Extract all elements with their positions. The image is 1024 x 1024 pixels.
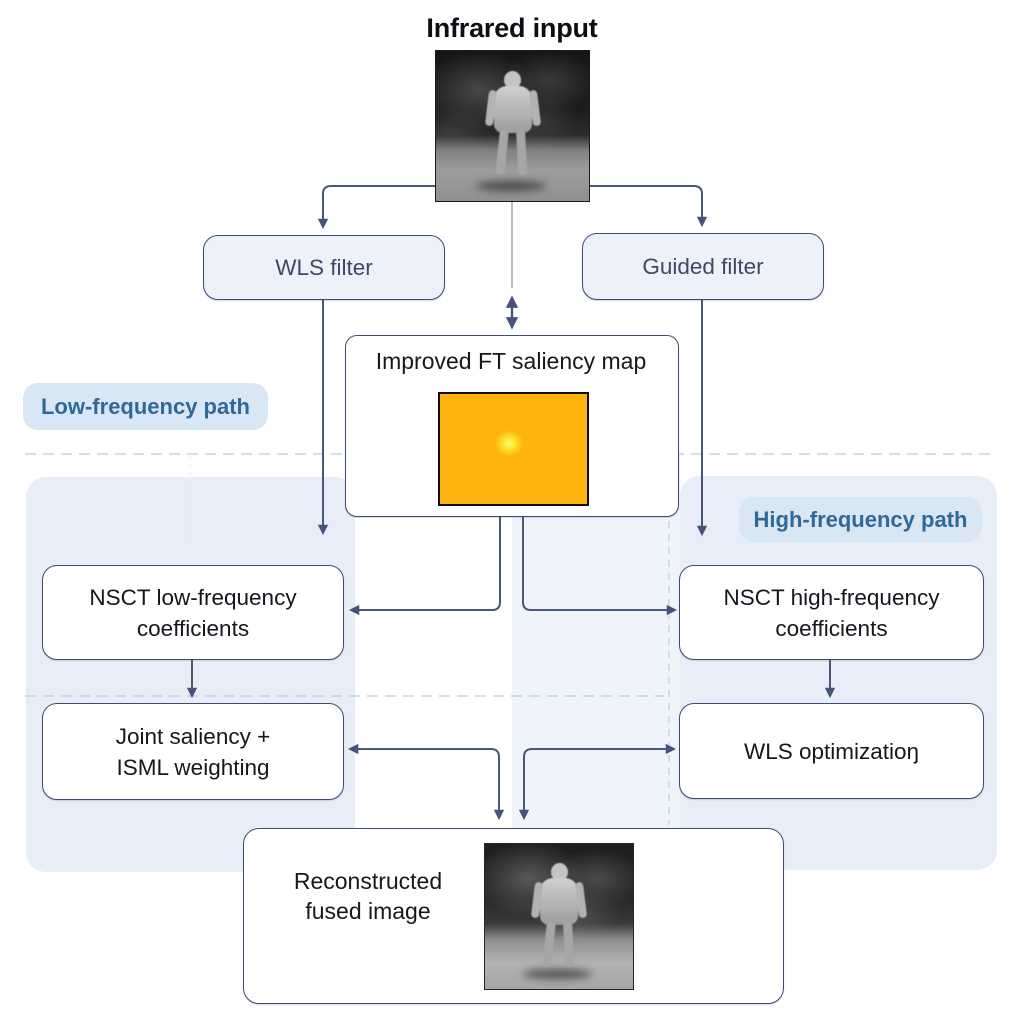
node-nsct-low-line2: coefficients — [136, 615, 250, 641]
person-legs — [494, 129, 532, 175]
node-fused-label: Reconstructed fused image — [258, 866, 478, 926]
person-silhouette — [530, 862, 588, 968]
node-joint-line2: ISML weighting — [116, 754, 270, 780]
low-frequency-panel — [26, 477, 355, 872]
person-shadow — [475, 180, 547, 191]
person-arm-right — [528, 89, 541, 126]
diagram-title: Infrared input — [426, 13, 598, 43]
node-nsct-high-line1: NSCT high-frequency — [723, 584, 940, 610]
fused-result-image — [484, 843, 634, 990]
saliency-heatmap-image — [438, 392, 589, 506]
person-torso — [484, 85, 541, 133]
node-fused-line2: fused image — [305, 898, 431, 924]
person-arm-left — [484, 89, 497, 126]
node-wls-filter: WLS filter — [203, 235, 445, 300]
chip-high-frequency-path: High-frequency path — [739, 497, 982, 542]
person-silhouette — [484, 70, 541, 175]
node-wls-filter-label: WLS filter — [275, 255, 373, 280]
node-wls-optimization-label: WLS optimizatioŋ — [743, 738, 920, 764]
node-joint-saliency-isml: Joint saliency + ISML weighting — [42, 703, 344, 800]
chip-high-frequency-label: High-frequency path — [753, 506, 968, 532]
node-guided-filter-label: Guided filter — [642, 254, 764, 279]
node-nsct-high-frequency: NSCT high-frequency coefficients — [679, 565, 984, 660]
person-head — [550, 862, 568, 881]
saliency-glow — [440, 394, 587, 504]
node-nsct-low-line1: NSCT low-frequency — [89, 584, 297, 610]
person-arm-right — [574, 881, 588, 919]
person-shadow — [523, 968, 592, 979]
chip-low-frequency-label: Low-frequency path — [40, 393, 250, 419]
node-nsct-low-frequency: NSCT low-frequency coefficients — [42, 565, 344, 660]
node-fused-line1: Reconstructed — [293, 868, 443, 894]
node-joint-line1: Joint saliency + — [115, 723, 271, 749]
chip-low-frequency-path: Low-frequency path — [23, 383, 268, 430]
node-guided-filter: Guided filter — [582, 233, 824, 300]
node-saliency-map-label: Improved FT saliency map — [375, 348, 647, 374]
person-legs — [540, 921, 578, 968]
infrared-input-image — [435, 50, 590, 202]
infrared-scene — [436, 51, 589, 201]
person-head — [504, 70, 521, 89]
node-wls-optimization: WLS optimizatioŋ — [679, 703, 984, 799]
fused-scene — [485, 844, 633, 989]
person-arm-left — [530, 881, 544, 919]
person-torso — [530, 877, 588, 925]
node-nsct-high-line2: coefficients — [775, 615, 888, 641]
